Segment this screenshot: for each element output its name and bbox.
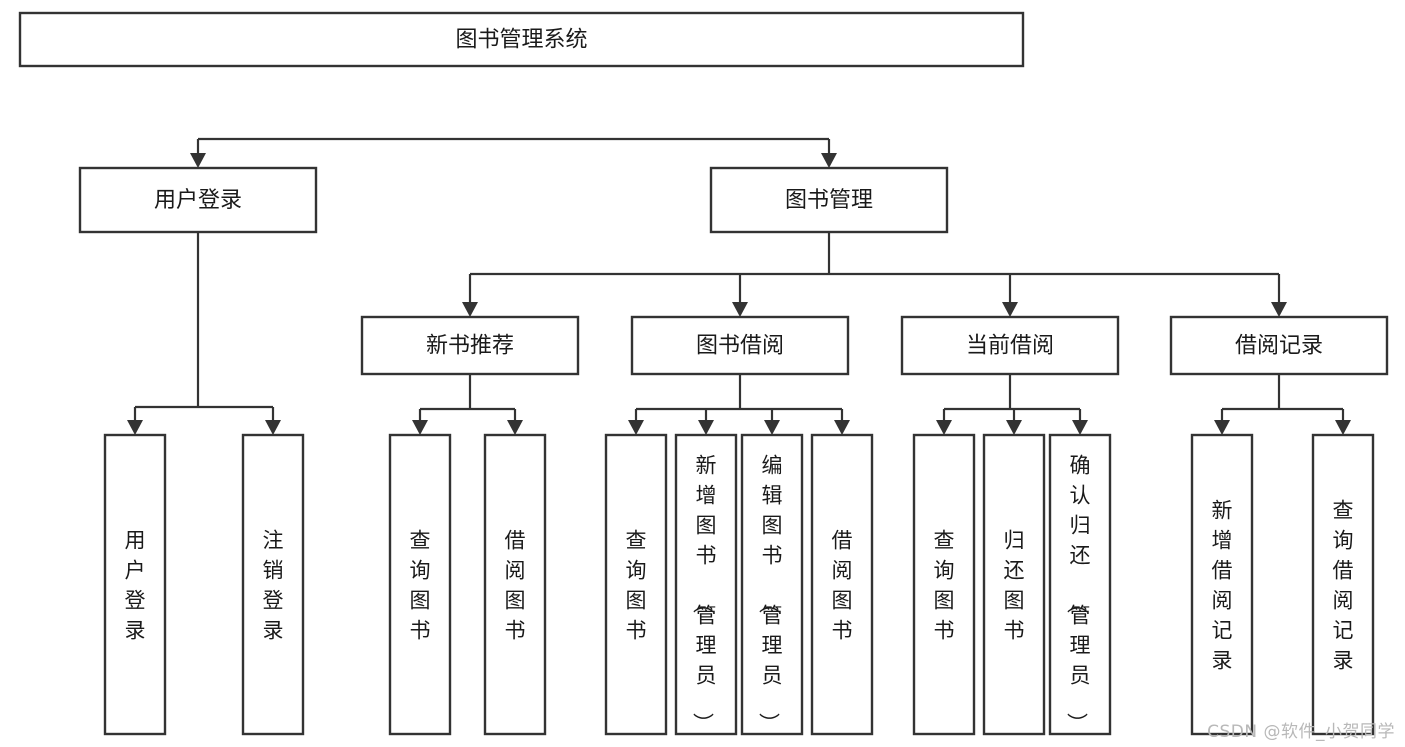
node-leaf-add-record-box[interactable] [1190, 433, 1254, 736]
node-leaf-confirm-return-label: 确认归还（管理员） [1065, 454, 1091, 734]
node-leaf-borrow-book[interactable]: 借阅图书 [810, 433, 874, 736]
node-leaf-query-book-rec[interactable]: 查询图书 [388, 433, 452, 736]
watermark-label: CSDN @软件_小贺同学 [1207, 722, 1395, 742]
to-book-management-arrowhead [821, 153, 837, 168]
node-leaf-query-book-rec-box[interactable] [388, 433, 452, 736]
edge-layer [127, 139, 1351, 435]
node-book-borrow-label: 图书借阅 [696, 334, 784, 359]
node-book-borrow-box[interactable] [630, 315, 850, 376]
node-leaf-borrow-book-rec-box[interactable] [483, 433, 547, 736]
node-leaf-return-book-label: 归还图书 [1004, 529, 1025, 643]
to-new-book-recommend-arrowhead [462, 302, 478, 317]
node-book-borrow[interactable]: 图书借阅 [630, 315, 850, 376]
node-leaf-query-book-borrow[interactable]: 查询图书 [604, 433, 668, 736]
node-borrow-record[interactable]: 借阅记录 [1169, 315, 1389, 376]
node-leaf-add-book-label: 新增图书（管理员） [691, 454, 717, 734]
node-leaf-query-book-cur-label: 查询图书 [934, 529, 955, 643]
to-borrow-record-arrowhead [1271, 302, 1287, 317]
node-leaf-return-book[interactable]: 归还图书 [982, 433, 1046, 736]
node-leaf-add-book-box[interactable] [674, 433, 738, 736]
node-leaf-return-book-box[interactable] [982, 433, 1046, 736]
to-user-login-arrowhead [190, 153, 206, 168]
to-leaf-borrow-book-rec-arrowhead [507, 420, 523, 435]
to-leaf-query-record-arrowhead [1335, 420, 1351, 435]
node-current-borrow[interactable]: 当前借阅 [900, 315, 1120, 376]
node-book-management-box[interactable] [709, 166, 949, 234]
node-leaf-user-login[interactable]: 用户登录 [103, 433, 167, 736]
node-leaf-borrow-book-label: 借阅图书 [832, 529, 853, 643]
to-leaf-logout-arrowhead [265, 420, 281, 435]
node-current-borrow-box[interactable] [900, 315, 1120, 376]
node-book-management-label: 图书管理 [785, 188, 873, 213]
to-leaf-return-book-arrowhead [1006, 420, 1022, 435]
node-user-login-box[interactable] [78, 166, 318, 234]
node-leaf-borrow-book-rec-label: 借阅图书 [505, 529, 526, 643]
to-leaf-borrow-book-arrowhead [834, 420, 850, 435]
to-leaf-user-login-arrowhead [127, 420, 143, 435]
node-leaf-borrow-book-rec[interactable]: 借阅图书 [483, 433, 547, 736]
to-book-borrow-arrowhead [732, 302, 748, 317]
node-leaf-query-book-borrow-label: 查询图书 [626, 529, 647, 643]
node-leaf-query-book-borrow-box[interactable] [604, 433, 668, 736]
node-leaf-query-record[interactable]: 查询借阅记录 [1311, 433, 1375, 736]
node-leaf-query-record-label: 查询借阅记录 [1333, 499, 1354, 673]
to-current-borrow-arrowhead [1002, 302, 1018, 317]
to-leaf-query-book-borrow-arrowhead [628, 420, 644, 435]
node-borrow-record-box[interactable] [1169, 315, 1389, 376]
node-leaf-add-book[interactable]: 新增图书（管理员） [674, 433, 738, 736]
to-leaf-confirm-return-arrowhead [1072, 420, 1088, 435]
node-root-box[interactable] [18, 11, 1025, 68]
node-leaf-logout[interactable]: 注销登录 [241, 433, 305, 736]
node-new-book-recommend[interactable]: 新书推荐 [360, 315, 580, 376]
node-borrow-record-label: 借阅记录 [1235, 334, 1323, 359]
to-leaf-query-book-rec-arrowhead [412, 420, 428, 435]
node-new-book-recommend-box[interactable] [360, 315, 580, 376]
node-leaf-query-book-cur[interactable]: 查询图书 [912, 433, 976, 736]
to-leaf-query-book-cur-arrowhead [936, 420, 952, 435]
node-root[interactable]: 图书管理系统 [18, 11, 1025, 68]
node-leaf-user-login-box[interactable] [103, 433, 167, 736]
node-leaf-edit-book-box[interactable] [740, 433, 804, 736]
node-leaf-confirm-return-box[interactable] [1048, 433, 1112, 736]
to-leaf-add-record-arrowhead [1214, 420, 1230, 435]
node-user-login[interactable]: 用户登录 [78, 166, 318, 234]
node-leaf-logout-label: 注销登录 [263, 529, 284, 643]
node-book-management[interactable]: 图书管理 [709, 166, 949, 234]
node-root-label: 图书管理系统 [455, 28, 587, 53]
node-new-book-recommend-label: 新书推荐 [426, 334, 514, 359]
node-leaf-logout-box[interactable] [241, 433, 305, 736]
node-leaf-query-book-cur-box[interactable] [912, 433, 976, 736]
node-leaf-edit-book[interactable]: 编辑图书（管理员） [740, 433, 804, 736]
node-leaf-confirm-return[interactable]: 确认归还（管理员） [1048, 433, 1112, 736]
to-leaf-edit-book-arrowhead [764, 420, 780, 435]
node-leaf-add-record-label: 新增借阅记录 [1212, 499, 1233, 673]
to-leaf-add-book-arrowhead [698, 420, 714, 435]
node-leaf-query-record-box[interactable] [1311, 433, 1375, 736]
node-leaf-edit-book-label: 编辑图书（管理员） [757, 454, 783, 734]
node-leaf-borrow-book-box[interactable] [810, 433, 874, 736]
node-leaf-query-book-rec-label: 查询图书 [410, 529, 431, 643]
node-leaf-add-record[interactable]: 新增借阅记录 [1190, 433, 1254, 736]
node-current-borrow-label: 当前借阅 [966, 334, 1054, 359]
node-layer: 图书管理系统用户登录图书管理新书推荐图书借阅当前借阅借阅记录用户登录注销登录查询… [18, 11, 1389, 736]
node-leaf-user-login-label: 用户登录 [125, 529, 146, 643]
node-user-login-label: 用户登录 [154, 188, 242, 213]
